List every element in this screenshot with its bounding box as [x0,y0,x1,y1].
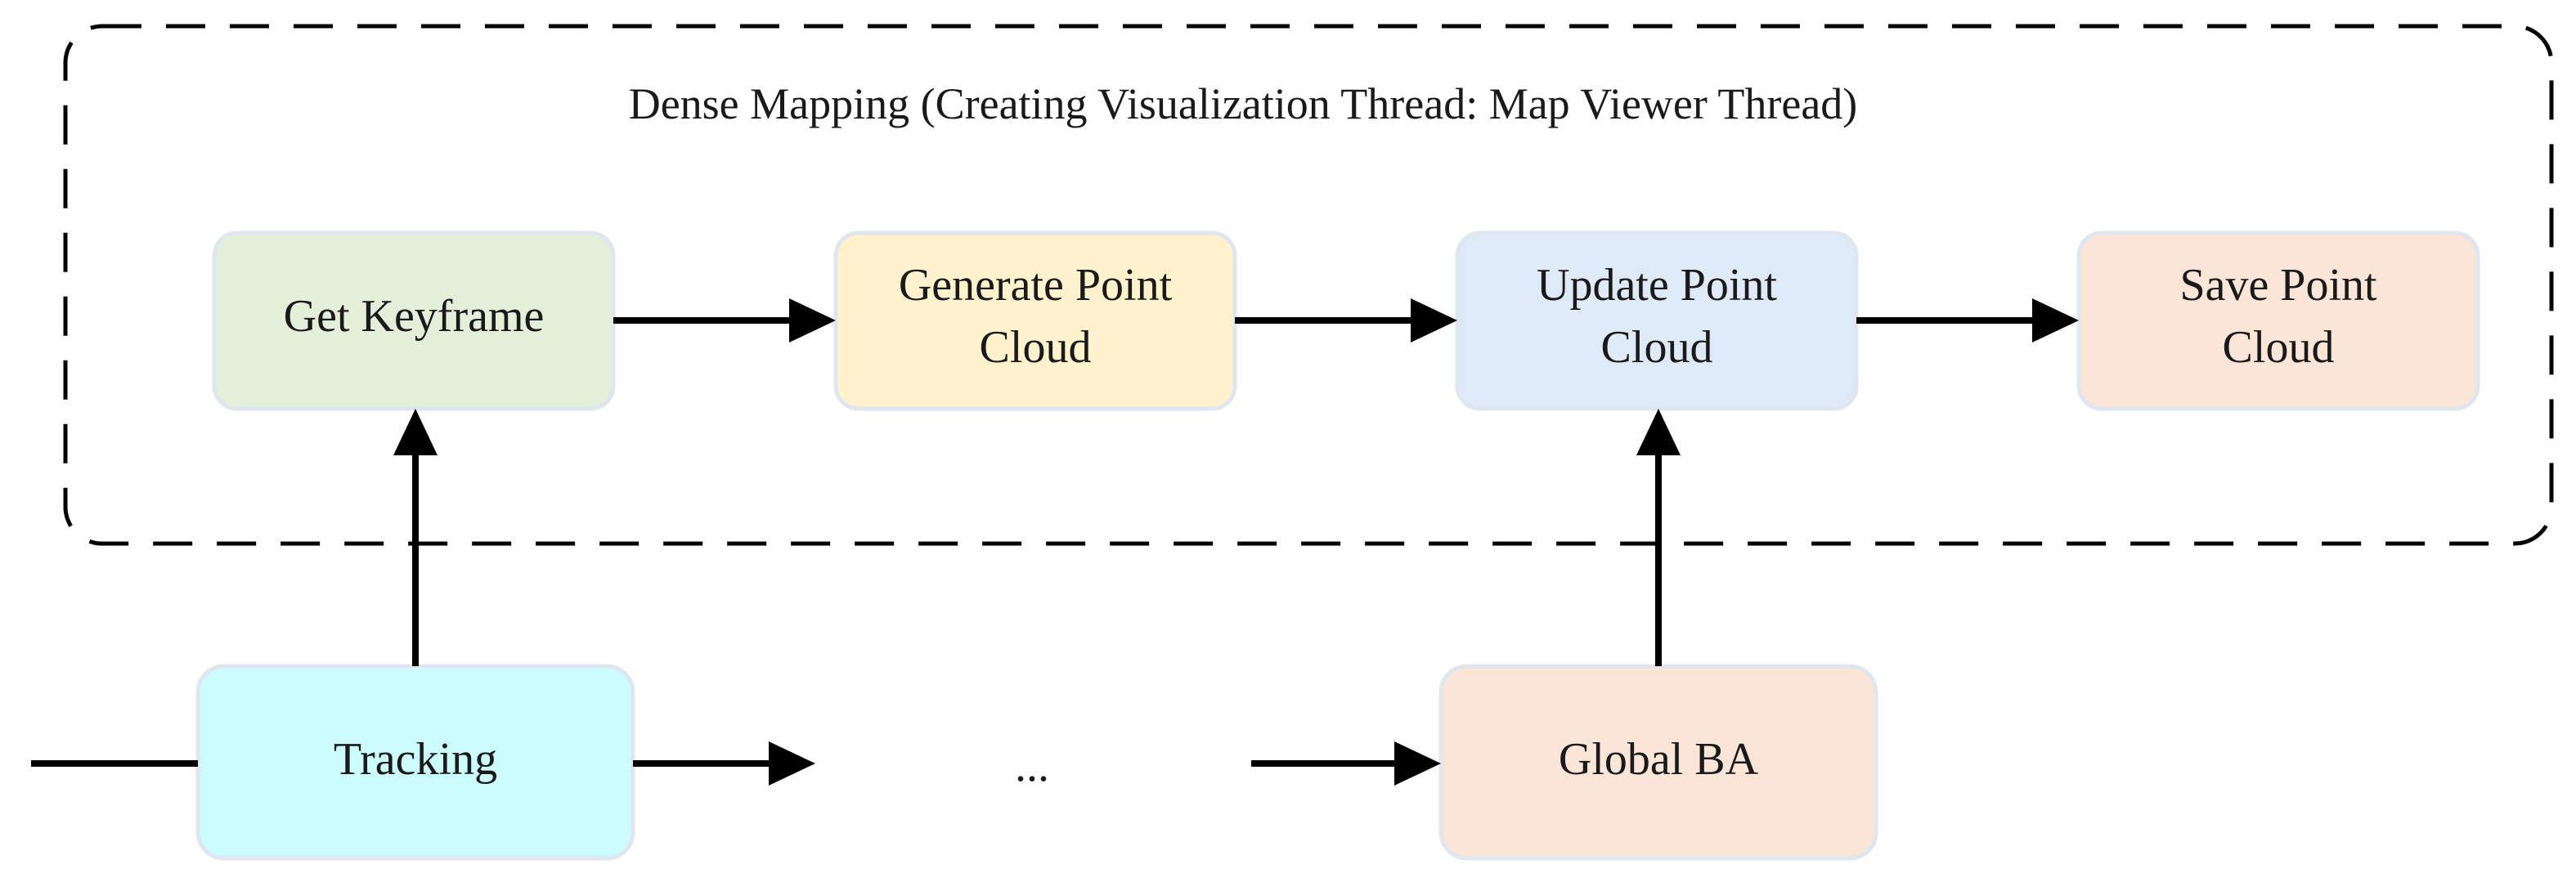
update-point-cloud-label-line: Cloud [1601,322,1713,373]
ellipsis-label: ... [1015,741,1049,791]
update-point-cloud-label-line: Update Point [1537,260,1777,311]
arrowhead-tracking-to-ellipsis [769,741,815,786]
save-point-cloud-box [2076,231,2480,411]
generate-point-cloud-label-line: Cloud [980,322,1092,373]
arrowhead-keyframe-to-generate [789,298,836,343]
node-tracking: Tracking [195,664,635,861]
get-keyframe-label: Get Keyframe [284,291,545,342]
node-get-keyframe: Get Keyframe [212,231,616,411]
tracking-label-line: Tracking [334,734,497,785]
container-title: Dense Mapping (Creating Visualization Th… [629,79,1858,128]
dense-mapping-container [63,24,2554,546]
tracking-label: Tracking [334,734,497,785]
node-global-ba: Global BA [1438,664,1878,861]
generate-point-cloud-label-line: Generate Point [899,260,1173,311]
arrowhead-tracking-to-keyframe [393,409,438,455]
arrowhead-ellipsis-to-global-ba [1394,741,1441,786]
arrowhead-generate-to-update [1411,298,1457,343]
get-keyframe-label-line: Get Keyframe [284,291,545,342]
global-ba-label: Global BA [1559,734,1759,785]
save-point-cloud-label-line: Save Point [2179,260,2377,311]
global-ba-label-line: Global BA [1559,734,1759,785]
save-point-cloud-label-line: Cloud [2223,322,2335,373]
arrowhead-global-ba-to-update [1636,409,1681,455]
arrowhead-update-to-save [2032,298,2079,343]
